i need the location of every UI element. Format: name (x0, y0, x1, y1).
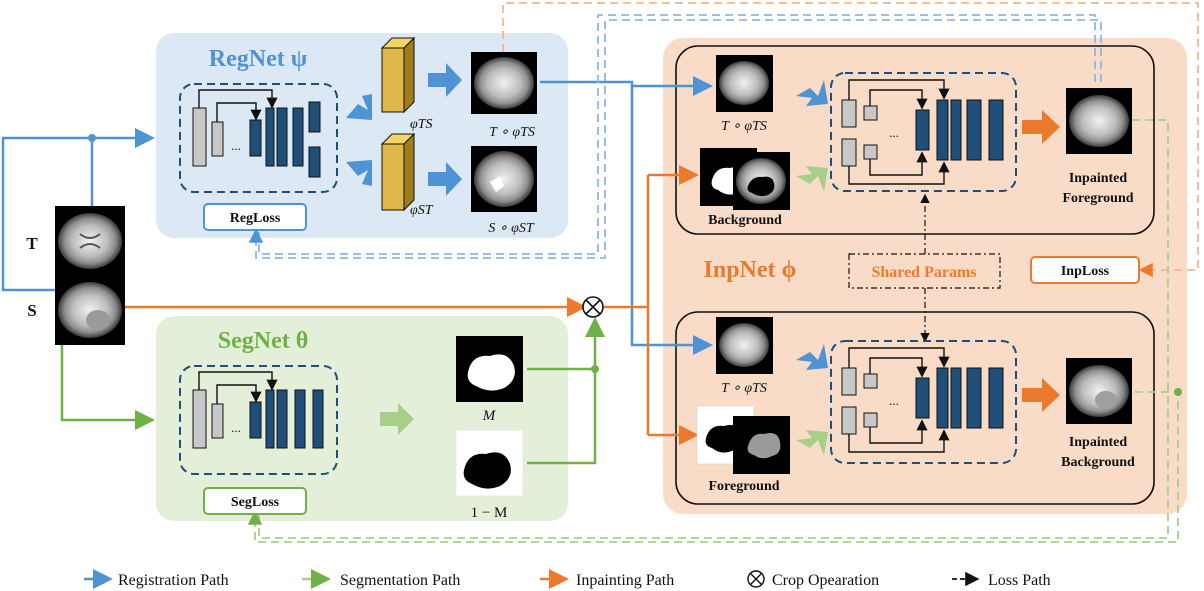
inp-top-unet (830, 72, 1017, 192)
inploss-box (1030, 256, 1140, 284)
registration-paths (1, 76, 713, 355)
segnet-unet (179, 365, 338, 475)
inploss-label: InpLoss (1061, 264, 1110, 279)
loss-junction (1174, 388, 1182, 396)
mask-image (456, 336, 523, 402)
inp-bottom-input-image (716, 317, 773, 374)
inp-bottom-blue-arrow (796, 344, 828, 370)
deformation-field-ts (380, 36, 416, 114)
inpainting-paths (125, 165, 699, 445)
shared-params-label: Shared Params (871, 264, 976, 281)
registration-junction (88, 134, 96, 142)
inpnet-bottom-block (675, 311, 1155, 505)
inp-bottom-unet (830, 340, 1017, 464)
inp-bottom-orange-arrow (1022, 378, 1060, 412)
legend-segmentation-label: Segmentation Path (340, 572, 460, 589)
legend-inpainting-label: Inpainting Path (576, 572, 674, 589)
regnet-arrow-bottom (346, 160, 372, 186)
inp-top-blue-arrow (796, 80, 828, 106)
inp-bottom-green-arrow (796, 430, 828, 456)
legend: Registration Path Segmentation Path Inpa… (84, 569, 1051, 589)
phi-ts-label: φTS (410, 117, 433, 132)
inp-top-input-image (716, 55, 773, 112)
t-warp-label: T ∘ φTS (489, 125, 535, 140)
inp-bottom-context-images (696, 405, 790, 474)
segnet-ellipsis: ... (231, 420, 241, 435)
regloss-label: RegLoss (230, 211, 281, 226)
deformation-field-st (380, 132, 416, 212)
inp-bottom-output-line2: Background (1061, 455, 1135, 470)
inverse-mask-label: 1 − M (471, 505, 508, 521)
regnet-ellipsis: ... (231, 138, 241, 153)
loss-paths (247, 2, 1199, 543)
input-s-image (55, 275, 125, 345)
crop-operator (582, 296, 604, 318)
inp-top-input-label: T ∘ φTS (721, 119, 767, 134)
inp-top-ellipsis: ... (889, 125, 899, 140)
inp-bottom-ellipsis: ... (889, 393, 899, 408)
inp-bottom-output-line1: Inpainted (1069, 435, 1128, 450)
warped-t-image (471, 52, 537, 114)
regnet-unet (179, 83, 338, 193)
inpnet-title: InpNet ϕ (704, 257, 797, 283)
s-warp-label: S ∘ φST (488, 221, 535, 236)
regnet-title: RegNet ψ (209, 46, 308, 72)
regloss-box (203, 203, 307, 231)
legend-crop-icon (747, 570, 765, 588)
mask-label: M (482, 408, 497, 424)
inp-bottom-input-label: T ∘ φTS (721, 381, 767, 396)
shared-params-box (848, 253, 1001, 289)
input-t-image (55, 206, 125, 276)
warp-arrow-top (428, 63, 462, 97)
inpainted-foreground-image (1066, 88, 1132, 154)
segnet-title: SegNet θ (218, 328, 309, 354)
segmentation-junction (591, 365, 599, 373)
inp-top-context-images (700, 148, 790, 210)
inp-top-output-line2: Foreground (1062, 191, 1133, 206)
inverse-mask-image (455, 429, 524, 497)
segloss-label: SegLoss (231, 495, 280, 510)
s-label: S (27, 301, 36, 320)
segloss-box (203, 487, 307, 515)
inp-top-context-label: Background (708, 213, 782, 228)
inpnet-top-block (675, 45, 1155, 235)
t-label: T (26, 234, 38, 253)
inpainted-background-image (1066, 358, 1132, 424)
segnet-arrow (380, 403, 414, 435)
phi-st-label: φST (410, 203, 434, 218)
legend-loss-label: Loss Path (988, 572, 1051, 589)
warp-arrow-bottom (428, 162, 462, 196)
legend-registration-label: Registration Path (118, 572, 229, 589)
inp-top-output-line1: Inpainted (1069, 171, 1128, 186)
inp-bottom-context-label: Foreground (708, 479, 779, 494)
warped-s-image (471, 146, 537, 212)
inp-top-green-arrow (796, 166, 828, 192)
legend-crop-label: Crop Opearation (772, 572, 879, 589)
inp-top-orange-arrow (1022, 110, 1060, 144)
regnet-arrow-top (346, 94, 372, 120)
